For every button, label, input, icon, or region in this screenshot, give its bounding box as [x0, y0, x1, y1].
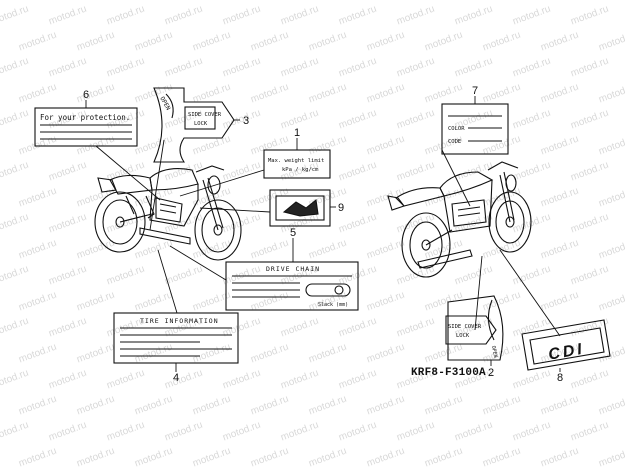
label-1-weight-limit: [263, 149, 331, 179]
label-3-text-a: SIDE COVER: [188, 112, 222, 118]
label-2-side-cover-lock: [445, 295, 504, 361]
callout-8: 8: [557, 372, 563, 384]
label-1-text-line2: kPa / kg/cm: [282, 167, 319, 173]
label-3-side-cover-lock: [153, 87, 235, 163]
label-2-text-b: LOCK: [456, 333, 470, 339]
diagram-code: KRF8-F3100A: [411, 367, 486, 379]
label-8-cdi-text: CDI: [547, 341, 586, 364]
label-7-color: COLOR: [448, 126, 465, 132]
label-6-lines: [40, 124, 132, 140]
label-1-text-line1: Max. weight limit: [268, 158, 324, 164]
label-5-note: Slack (mm): [318, 302, 348, 308]
label-4-text: TIRE INFORMATION: [140, 317, 219, 325]
label-2-open-text: OPEN: [490, 345, 498, 358]
label-5-drive-chain: [225, 261, 359, 311]
callout-7: 7: [472, 85, 478, 97]
callout-4: 4: [173, 372, 179, 384]
label-4-tire-info: [113, 312, 239, 364]
callout-3: 3: [243, 115, 249, 127]
callout-6: 6: [83, 89, 89, 101]
label-5-text: DRIVE CHAIN: [266, 265, 320, 273]
label-9-graphic: [269, 189, 331, 227]
motorcycle-right: [387, 161, 532, 278]
label-7-code: CODE: [448, 139, 461, 145]
leader-lines: [85, 96, 561, 372]
callout-9: 9: [338, 202, 344, 214]
label-6-text: For your protection.: [40, 113, 130, 122]
callout-5: 5: [290, 227, 296, 239]
callout-2: 2: [488, 367, 494, 379]
label-8-cdi: [521, 319, 611, 371]
label-3-text-b: LOCK: [194, 121, 208, 127]
callout-1: 1: [294, 127, 300, 139]
label-2-text-a: SIDE COVER: [448, 324, 482, 330]
motorcycle-left: [94, 165, 242, 261]
